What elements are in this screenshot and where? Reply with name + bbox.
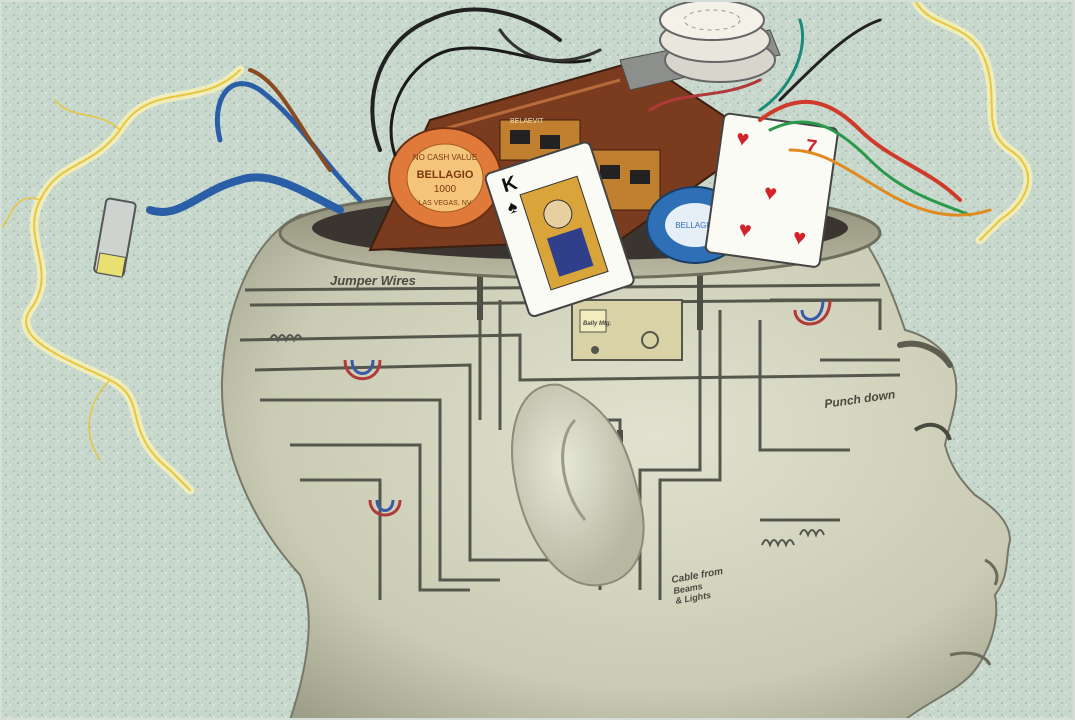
chip-note: NO CASH VALUE (413, 153, 477, 162)
small-pcb: Bally Mfg. (571, 299, 683, 361)
inductor-coils (269, 334, 825, 548)
heart-icon-4: ♥ (737, 216, 753, 243)
cable-plug (93, 197, 137, 278)
eyebrow (897, 340, 953, 368)
poker-chip-stack (659, 0, 776, 83)
eye (913, 422, 952, 441)
heart-icon-1: ♥ (735, 125, 751, 152)
ear (511, 383, 645, 587)
playing-card-king: K ♠ (484, 141, 635, 318)
chip-city: LAS VEGAS, NV (419, 200, 472, 207)
jumper-connectors (343, 299, 832, 517)
electric-spark-left (0, 65, 245, 495)
board-label: BELAEVIT (510, 118, 544, 125)
nostril (984, 558, 999, 586)
electric-spark-right (910, 0, 1033, 245)
pcb-label: Bally Mfg. (583, 321, 612, 327)
wire-bundle (146, 7, 992, 217)
heart-icon-3: ♥ (791, 224, 807, 251)
heart-icon-2: ♥ (762, 179, 778, 206)
blue-chip-casino: BELLAGIO (675, 221, 715, 230)
chip-value: 1000 (434, 184, 457, 195)
playing-card-seven: 7 ♥ ♥ ♥ ♥ (704, 112, 839, 268)
ear-inner (561, 418, 587, 521)
chip-casino: BELLAGIO (417, 169, 474, 181)
mouth (949, 651, 992, 666)
poker-chip-orange: NO CASH VALUE BELLAGIO 1000 LAS VEGAS, N… (388, 127, 502, 229)
label-jumper-wires: Jumper Wires (330, 273, 416, 288)
